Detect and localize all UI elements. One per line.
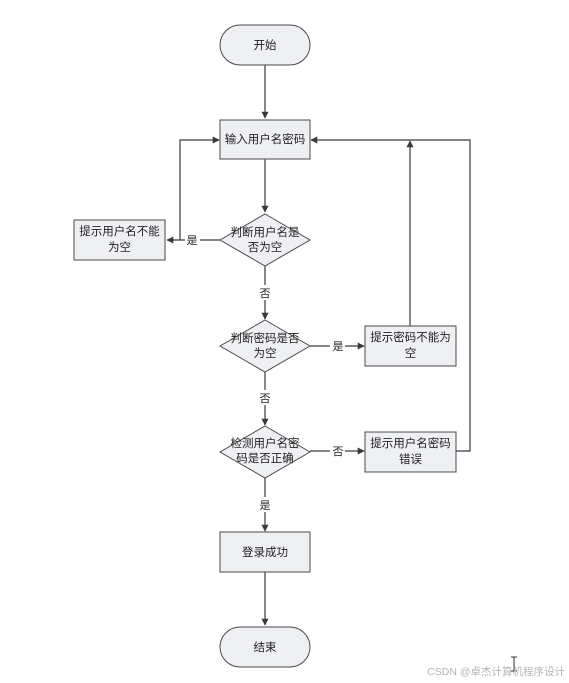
verify-credentials-decision: 检测用户名密 码是否正确 bbox=[219, 425, 311, 479]
verify-label-line1: 检测用户名密 bbox=[231, 436, 300, 450]
check-password-label-line1: 判断密码是否 bbox=[231, 331, 300, 345]
edge-label-yes-password: 是 bbox=[333, 340, 344, 353]
edge-label-no-verify: 否 bbox=[333, 445, 344, 458]
start-label: 开始 bbox=[254, 38, 277, 52]
input-label: 输入用户名密码 bbox=[225, 132, 306, 146]
edge-label-yes-username: 是 bbox=[187, 234, 198, 247]
password-empty-label-line1: 提示密码不能为 bbox=[370, 330, 451, 344]
end-terminator: 结束 bbox=[219, 626, 311, 668]
username-empty-warning-box: 提示用户名不能 为空 bbox=[73, 219, 166, 261]
wrong-credentials-label-line1: 提示用户名密码 bbox=[370, 436, 451, 450]
edge-wrong-back-to-input bbox=[310, 136, 471, 452]
edge-labels: 是 否 是 否 否 是 bbox=[185, 232, 345, 512]
verify-label-line2: 码是否正确 bbox=[236, 451, 294, 465]
login-success-label: 登录成功 bbox=[242, 545, 288, 559]
nodes: 开始 输入用户名密码 判断用户名是 否为空 提示用户名不能 为空 判断密码是否 … bbox=[73, 24, 457, 668]
input-process-box: 输入用户名密码 bbox=[219, 119, 311, 160]
text-cursor-icon bbox=[511, 656, 517, 672]
check-password-decision: 判断密码是否 为空 bbox=[219, 319, 311, 373]
username-empty-label-line2: 为空 bbox=[108, 240, 131, 254]
check-username-decision: 判断用户名是 否为空 bbox=[219, 213, 311, 267]
watermark: CSDN @卓杰计算机程序设计 bbox=[427, 665, 565, 678]
username-empty-label-line1: 提示用户名不能 bbox=[79, 224, 160, 238]
edge-username-warning-back-to-input bbox=[179, 136, 220, 240]
end-label: 结束 bbox=[254, 640, 277, 654]
check-username-label-line2: 否为空 bbox=[248, 240, 283, 254]
edge-label-no-password: 否 bbox=[260, 392, 271, 405]
edge-label-yes-verify: 是 bbox=[260, 499, 271, 512]
wrong-credentials-label-line2: 错误 bbox=[399, 452, 422, 466]
password-empty-warning-box: 提示密码不能为 空 bbox=[364, 325, 457, 367]
wrong-credentials-warning-box: 提示用户名密码 错误 bbox=[364, 431, 457, 473]
login-success-box: 登录成功 bbox=[219, 531, 311, 573]
edge-label-no-username: 否 bbox=[260, 287, 271, 300]
password-empty-label-line2: 空 bbox=[405, 346, 417, 360]
check-username-label-line1: 判断用户名是 bbox=[231, 225, 300, 239]
start-terminator: 开始 bbox=[219, 24, 311, 66]
check-password-label-line2: 为空 bbox=[254, 346, 277, 360]
